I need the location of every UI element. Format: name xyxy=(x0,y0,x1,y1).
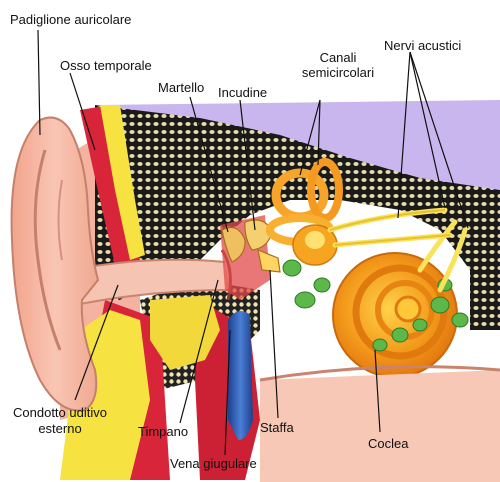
fat-upper xyxy=(100,105,145,260)
label-condotto-uditivo: Condotto uditivo xyxy=(13,405,107,420)
label-osso-temporale: Osso temporale xyxy=(60,58,152,73)
jugular-vein xyxy=(228,311,253,440)
label-vena-giugulare: Vena giugulare xyxy=(170,456,257,471)
incus xyxy=(244,219,273,251)
temporal-bone xyxy=(95,105,500,330)
label-semicircolari: semicircolari xyxy=(301,65,375,80)
malleus xyxy=(221,227,246,263)
label-incudine: Incudine xyxy=(218,85,268,100)
label-nervi-acustici: Nervi acustici xyxy=(384,38,462,53)
pinna xyxy=(10,116,100,412)
leader-lines xyxy=(37,29,469,456)
fat-mid xyxy=(150,295,220,370)
label-canali: Canali xyxy=(319,50,357,65)
label-coclea: Coclea xyxy=(368,436,409,451)
label-padiglione-auricolare: Padiglione auricolare xyxy=(10,12,132,27)
label-martello: Martello xyxy=(158,80,205,95)
ear-canal xyxy=(70,259,230,305)
green-sacs xyxy=(282,259,469,352)
label-staffa: Staffa xyxy=(260,420,294,435)
label-timpano: Timpano xyxy=(138,424,189,439)
label-esterno: esterno xyxy=(38,421,82,436)
canal-2 xyxy=(307,158,343,222)
stapes xyxy=(257,249,281,273)
